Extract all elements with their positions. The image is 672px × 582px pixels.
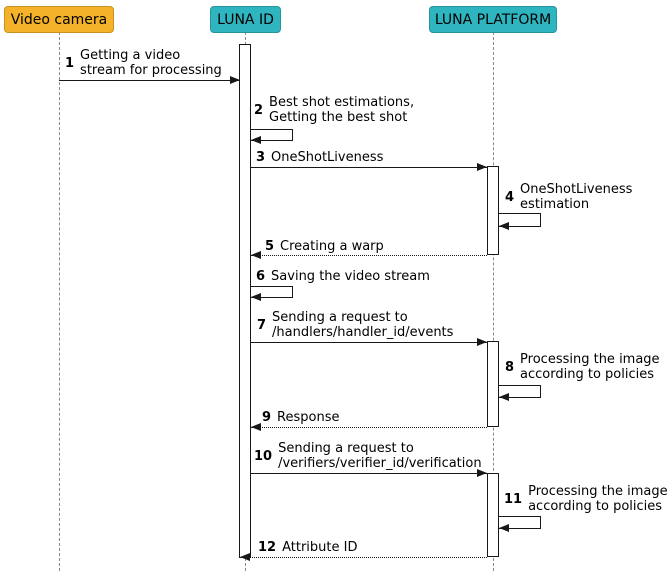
message-9-number: 9 <box>262 410 272 425</box>
message-11-self-loop <box>499 516 541 529</box>
message-5-label: 5 Creating a warp <box>265 239 384 254</box>
message-2-text: Best shot estimations,Getting the best s… <box>269 95 415 125</box>
message-3-line <box>251 167 487 168</box>
message-12-text: Attribute ID <box>282 540 358 555</box>
message-4-number: 4 <box>505 189 515 205</box>
activation-bar-luna-id-1 <box>239 44 251 558</box>
message-6-self-loop <box>251 286 293 298</box>
activation-bar-luna-platform-3 <box>487 341 499 427</box>
message-7-arrowhead-icon <box>477 338 487 346</box>
lifeline-video-camera <box>59 32 60 571</box>
message-3-label: 3 OneShotLiveness <box>256 150 383 165</box>
activation-bar-luna-platform-4 <box>487 473 499 557</box>
message-10-label: 10 Sending a request to/verifiers/verifie… <box>254 441 482 471</box>
message-1-arrowhead-icon <box>230 76 240 84</box>
participant-video-camera: Video camera <box>4 6 114 33</box>
message-2-self-loop <box>251 129 293 141</box>
message-11-arrowhead-icon <box>499 524 509 532</box>
message-9-arrowhead-icon <box>251 423 261 431</box>
message-8-number: 8 <box>505 359 515 375</box>
message-7-label: 7 Sending a request to/handlers/handler_i… <box>257 310 453 340</box>
message-9-label: 9 Response <box>262 410 339 425</box>
participant-label-luna-id: LUNA ID <box>217 11 274 28</box>
participant-label-luna-platform: LUNA PLATFORM <box>434 11 552 28</box>
message-3-arrowhead-icon <box>477 163 487 171</box>
message-7-text: Sending a request to/handlers/handler_id… <box>272 310 454 340</box>
message-9-text: Response <box>277 410 340 425</box>
message-12-arrowhead-icon <box>240 553 250 561</box>
message-6-label: 6 Saving the video stream <box>256 269 430 284</box>
message-2-label: 2 Best shot estimations,Getting the best … <box>254 95 414 125</box>
message-8-arrowhead-icon <box>499 393 509 401</box>
message-12-label: 12 Attribute ID <box>258 540 357 555</box>
message-12-number: 12 <box>258 540 277 555</box>
message-11-number: 11 <box>504 491 523 507</box>
message-6-text: Saving the video stream <box>271 269 430 284</box>
message-10-text: Sending a request to/verifiers/verifier_… <box>278 441 482 471</box>
message-5-line <box>251 255 487 256</box>
message-4-self-loop <box>499 213 541 227</box>
message-10-number: 10 <box>254 448 273 464</box>
message-2-arrowhead-icon <box>251 136 261 144</box>
message-1-line <box>59 80 240 81</box>
message-3-number: 3 <box>256 150 266 165</box>
message-7-number: 7 <box>257 317 267 333</box>
message-1-number: 1 <box>65 55 75 71</box>
activation-bar-luna-platform-2 <box>487 166 499 255</box>
participant-luna-id: LUNA ID <box>210 6 281 33</box>
message-5-text: Creating a warp <box>280 239 384 254</box>
participant-label-video-camera: Video camera <box>10 11 108 28</box>
message-9-line <box>251 427 487 428</box>
message-10-arrowhead-icon <box>477 469 487 477</box>
lifeline-luna-platform <box>493 32 494 571</box>
message-10-line <box>251 473 487 474</box>
message-2-number: 2 <box>254 102 264 118</box>
message-12-line <box>240 557 487 558</box>
message-3-text: OneShotLiveness <box>271 150 384 165</box>
message-5-arrowhead-icon <box>251 251 261 259</box>
message-6-number: 6 <box>256 269 266 284</box>
message-6-arrowhead-icon <box>251 293 261 301</box>
message-7-line <box>251 342 487 343</box>
message-4-arrowhead-icon <box>499 222 509 230</box>
message-8-self-loop <box>499 385 541 398</box>
participant-luna-platform: LUNA PLATFORM <box>429 6 557 33</box>
message-5-number: 5 <box>265 239 275 254</box>
